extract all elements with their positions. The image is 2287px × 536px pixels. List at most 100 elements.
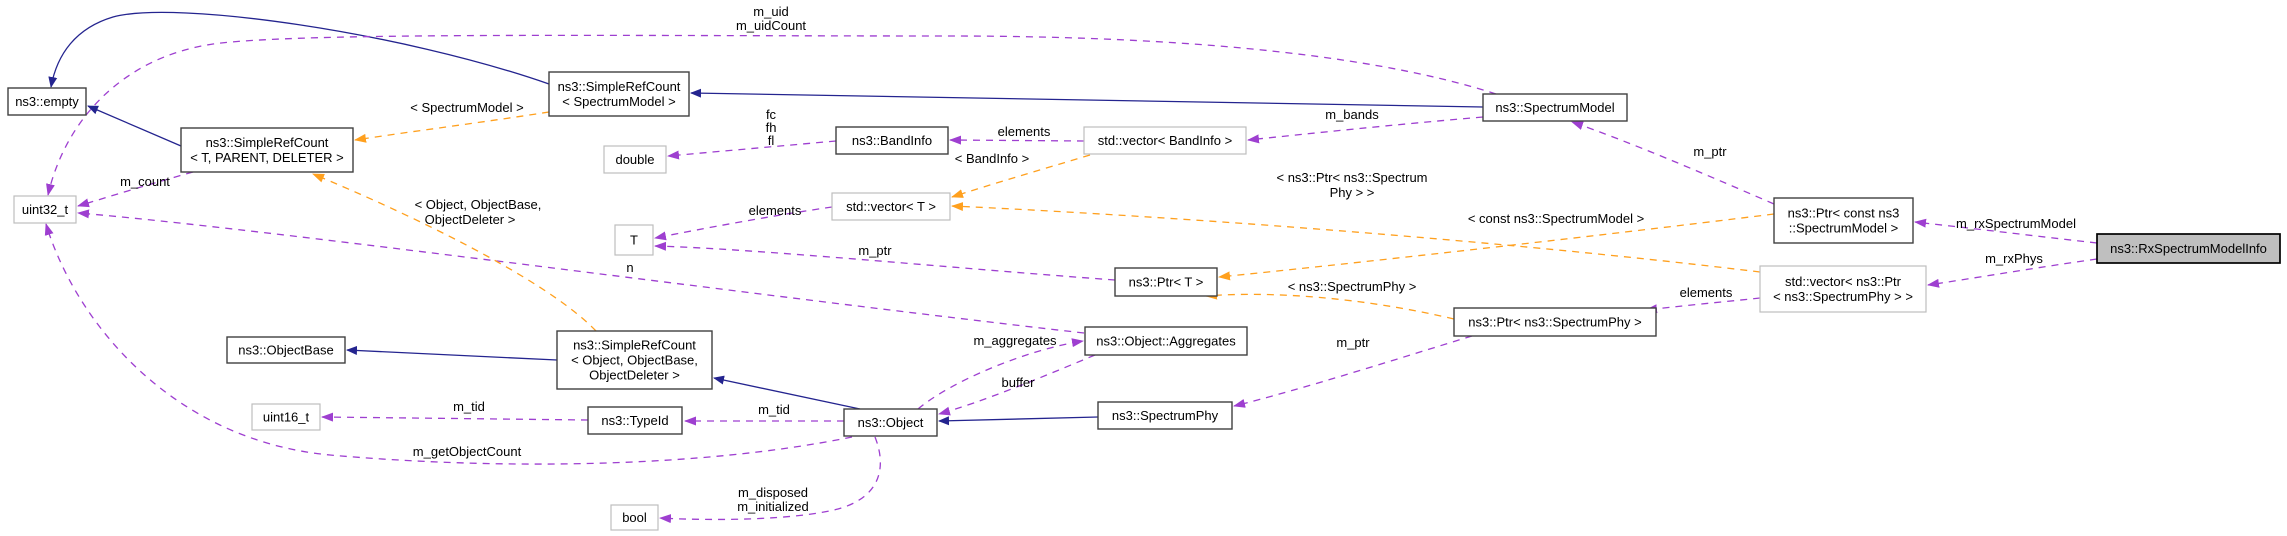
edge-use-object-bool (659, 436, 882, 524)
node-box-typeId[interactable] (587, 406, 683, 435)
node-label-spectrumPhy-0: ns3::SpectrumPhy (1112, 408, 1219, 423)
node-uint16[interactable]: uint16_t (251, 403, 321, 431)
node-uint32[interactable]: uint32_t (13, 195, 77, 224)
node-label-uint16-0: uint16_t (263, 410, 310, 425)
node-label-ptrSP-0: ns3::Ptr< ns3::SpectrumPhy > (1468, 315, 1641, 330)
edge-label-use-ptrT-T-0: m_ptr (858, 243, 892, 258)
edge-label-tmpl-vecBandInfo-vecT-0: < BandInfo > (955, 151, 1029, 166)
edge-label-tmpl-srcObj-srcTPD-0: < Object, ObjectBase, (415, 197, 542, 212)
node-box-object[interactable] (843, 408, 938, 437)
edge-inherit-spectrumModel-srcSM (690, 88, 1484, 108)
edge-tmpl-vecPtrSP-vecT (951, 202, 1761, 273)
edge-label-use-spectrumModel-vecBandInfo-0: m_bands (1325, 107, 1379, 122)
node-box-ptrSP[interactable] (1453, 307, 1657, 337)
edge-label-use-object-aggregates-0: m_aggregates (973, 333, 1057, 348)
node-label-empty-0: ns3::empty (15, 94, 79, 109)
node-ptrSP[interactable]: ns3::Ptr< ns3::SpectrumPhy > (1453, 307, 1657, 337)
edge-tmpl-vecBandInfo-vecT (951, 154, 1091, 198)
node-ptrConstSM[interactable]: ns3::Ptr< const ns3::SpectrumModel > (1773, 197, 1914, 244)
edge-label-use-object-bool-1: m_initialized (737, 499, 809, 514)
node-box-vecPtrSP[interactable] (1759, 265, 1927, 313)
edge-label-use-bandInfo-double-2: fl (768, 133, 775, 148)
node-box-objectBase[interactable] (226, 336, 346, 364)
edge-label-use-object-typeId-0: m_tid (758, 402, 790, 417)
node-label-bandInfo-0: ns3::BandInfo (852, 133, 932, 148)
edge-label-use-object-bool-0: m_disposed (738, 485, 808, 500)
node-label-typeId-0: ns3::TypeId (601, 413, 668, 428)
node-label-ptrConstSM-1: ::SpectrumModel > (1789, 221, 1898, 236)
node-label-objectBase-0: ns3::ObjectBase (238, 343, 333, 358)
edge-use-rxInfo-vecPtrSP (1927, 258, 2098, 288)
node-box-srcTPD[interactable] (180, 127, 354, 173)
edge-label-use-bandInfo-double-1: fh (766, 120, 777, 135)
node-box-srcObj[interactable] (556, 330, 713, 390)
edge-label-use-ptrSP-spectrumPhy-0: m_ptr (1336, 335, 1370, 350)
edge-tmpl-srcSM-srcTPD (354, 111, 550, 143)
node-double[interactable]: double (603, 145, 667, 174)
node-box-double[interactable] (603, 145, 667, 174)
node-box-uint16[interactable] (251, 403, 321, 431)
edge-label-tmpl-srcObj-srcTPD-1: ObjectDeleter > (425, 212, 516, 227)
node-box-empty[interactable] (7, 87, 87, 116)
node-ptrT[interactable]: ns3::Ptr< T > (1114, 267, 1218, 297)
edge-use-ptrConstSM-spectrumModel (1571, 121, 1775, 205)
node-typeId[interactable]: ns3::TypeId (587, 406, 683, 435)
node-vecPtrSP[interactable]: std::vector< ns3::Ptr< ns3::SpectrumPhy … (1759, 265, 1927, 313)
node-bandInfo[interactable]: ns3::BandInfo (835, 126, 949, 155)
node-T[interactable]: T (614, 224, 654, 256)
node-label-srcTPD-0: ns3::SimpleRefCount (206, 135, 329, 150)
node-box-srcSM[interactable] (548, 71, 690, 117)
node-box-uint32[interactable] (13, 195, 77, 224)
edge-label-use-ptrConstSM-spectrumModel-0: m_ptr (1693, 144, 1727, 159)
node-aggregates[interactable]: ns3::Object::Aggregates (1084, 326, 1248, 356)
edge-label-tmpl-vecPtrSP-vecT-1: Phy > > (1330, 185, 1375, 200)
edge-label-use-object-uint32-0: m_getObjectCount (413, 444, 522, 459)
node-srcTPD[interactable]: ns3::SimpleRefCount< T, PARENT, DELETER … (180, 127, 354, 173)
node-label-vecPtrSP-1: < ns3::SpectrumPhy > > (1773, 289, 1913, 304)
node-box-spectrumPhy[interactable] (1097, 401, 1233, 430)
node-box-ptrT[interactable] (1114, 267, 1218, 297)
node-label-vecPtrSP-0: std::vector< ns3::Ptr (1785, 274, 1902, 289)
node-box-bool[interactable] (610, 504, 659, 531)
node-object[interactable]: ns3::Object (843, 408, 938, 437)
node-box-vecT[interactable] (831, 192, 951, 221)
edge-inherit-srcSM-empty (48, 11, 550, 88)
node-box-bandInfo[interactable] (835, 126, 949, 155)
node-label-srcObj-2: ObjectDeleter > (589, 368, 680, 383)
edge-label-tmpl-vecPtrSP-vecT-0: < ns3::Ptr< ns3::Spectrum (1276, 170, 1427, 185)
node-box-rxInfo[interactable] (2096, 233, 2281, 264)
node-label-ptrConstSM-0: ns3::Ptr< const ns3 (1788, 206, 1900, 221)
edge-labels-layer: m_uidm_uidCountm_countfcfhflelementsm_ba… (120, 4, 2076, 514)
edge-use-spectrumModel-vecBandInfo (1247, 116, 1484, 144)
node-label-T-0: T (630, 233, 638, 248)
node-bool[interactable]: bool (610, 504, 659, 531)
node-label-ptrT-0: ns3::Ptr< T > (1129, 275, 1204, 290)
node-objectBase[interactable]: ns3::ObjectBase (226, 336, 346, 364)
edge-label-tmpl-ptrConstSM-ptrT-0: < const ns3::SpectrumModel > (1468, 211, 1644, 226)
node-empty[interactable]: ns3::empty (7, 87, 87, 116)
edge-use-rxInfo-ptrConstSM (1914, 218, 2098, 244)
node-label-aggregates-0: ns3::Object::Aggregates (1096, 334, 1236, 349)
node-box-spectrumModel[interactable] (1482, 93, 1628, 122)
edge-label-use-typeId-uint16-0: m_tid (453, 399, 485, 414)
node-box-T[interactable] (614, 224, 654, 256)
node-box-aggregates[interactable] (1084, 326, 1248, 356)
node-spectrumPhy[interactable]: ns3::SpectrumPhy (1097, 401, 1233, 430)
node-rxInfo[interactable]: ns3::RxSpectrumModelInfo (2096, 233, 2281, 264)
edge-label-use-rxInfo-ptrConstSM-0: m_rxSpectrumModel (1956, 216, 2076, 231)
node-spectrumModel[interactable]: ns3::SpectrumModel (1482, 93, 1628, 122)
node-vecT[interactable]: std::vector< T > (831, 192, 951, 221)
node-srcObj[interactable]: ns3::SimpleRefCount< Object, ObjectBase,… (556, 330, 713, 390)
node-box-ptrConstSM[interactable] (1773, 197, 1914, 244)
edge-use-spectrumModel-uint32 (46, 34, 1497, 196)
node-srcSM[interactable]: ns3::SimpleRefCount< SpectrumModel > (548, 71, 690, 117)
node-box-vecBandInfo[interactable] (1083, 126, 1247, 155)
edge-use-vecPtrSP-ptrSP (1645, 297, 1761, 314)
node-label-vecBandInfo-0: std::vector< BandInfo > (1098, 133, 1232, 148)
node-label-srcSM-0: ns3::SimpleRefCount (558, 79, 681, 94)
node-vecBandInfo[interactable]: std::vector< BandInfo > (1083, 126, 1247, 155)
edge-use-vecBandInfo-bandInfo (949, 135, 1085, 145)
